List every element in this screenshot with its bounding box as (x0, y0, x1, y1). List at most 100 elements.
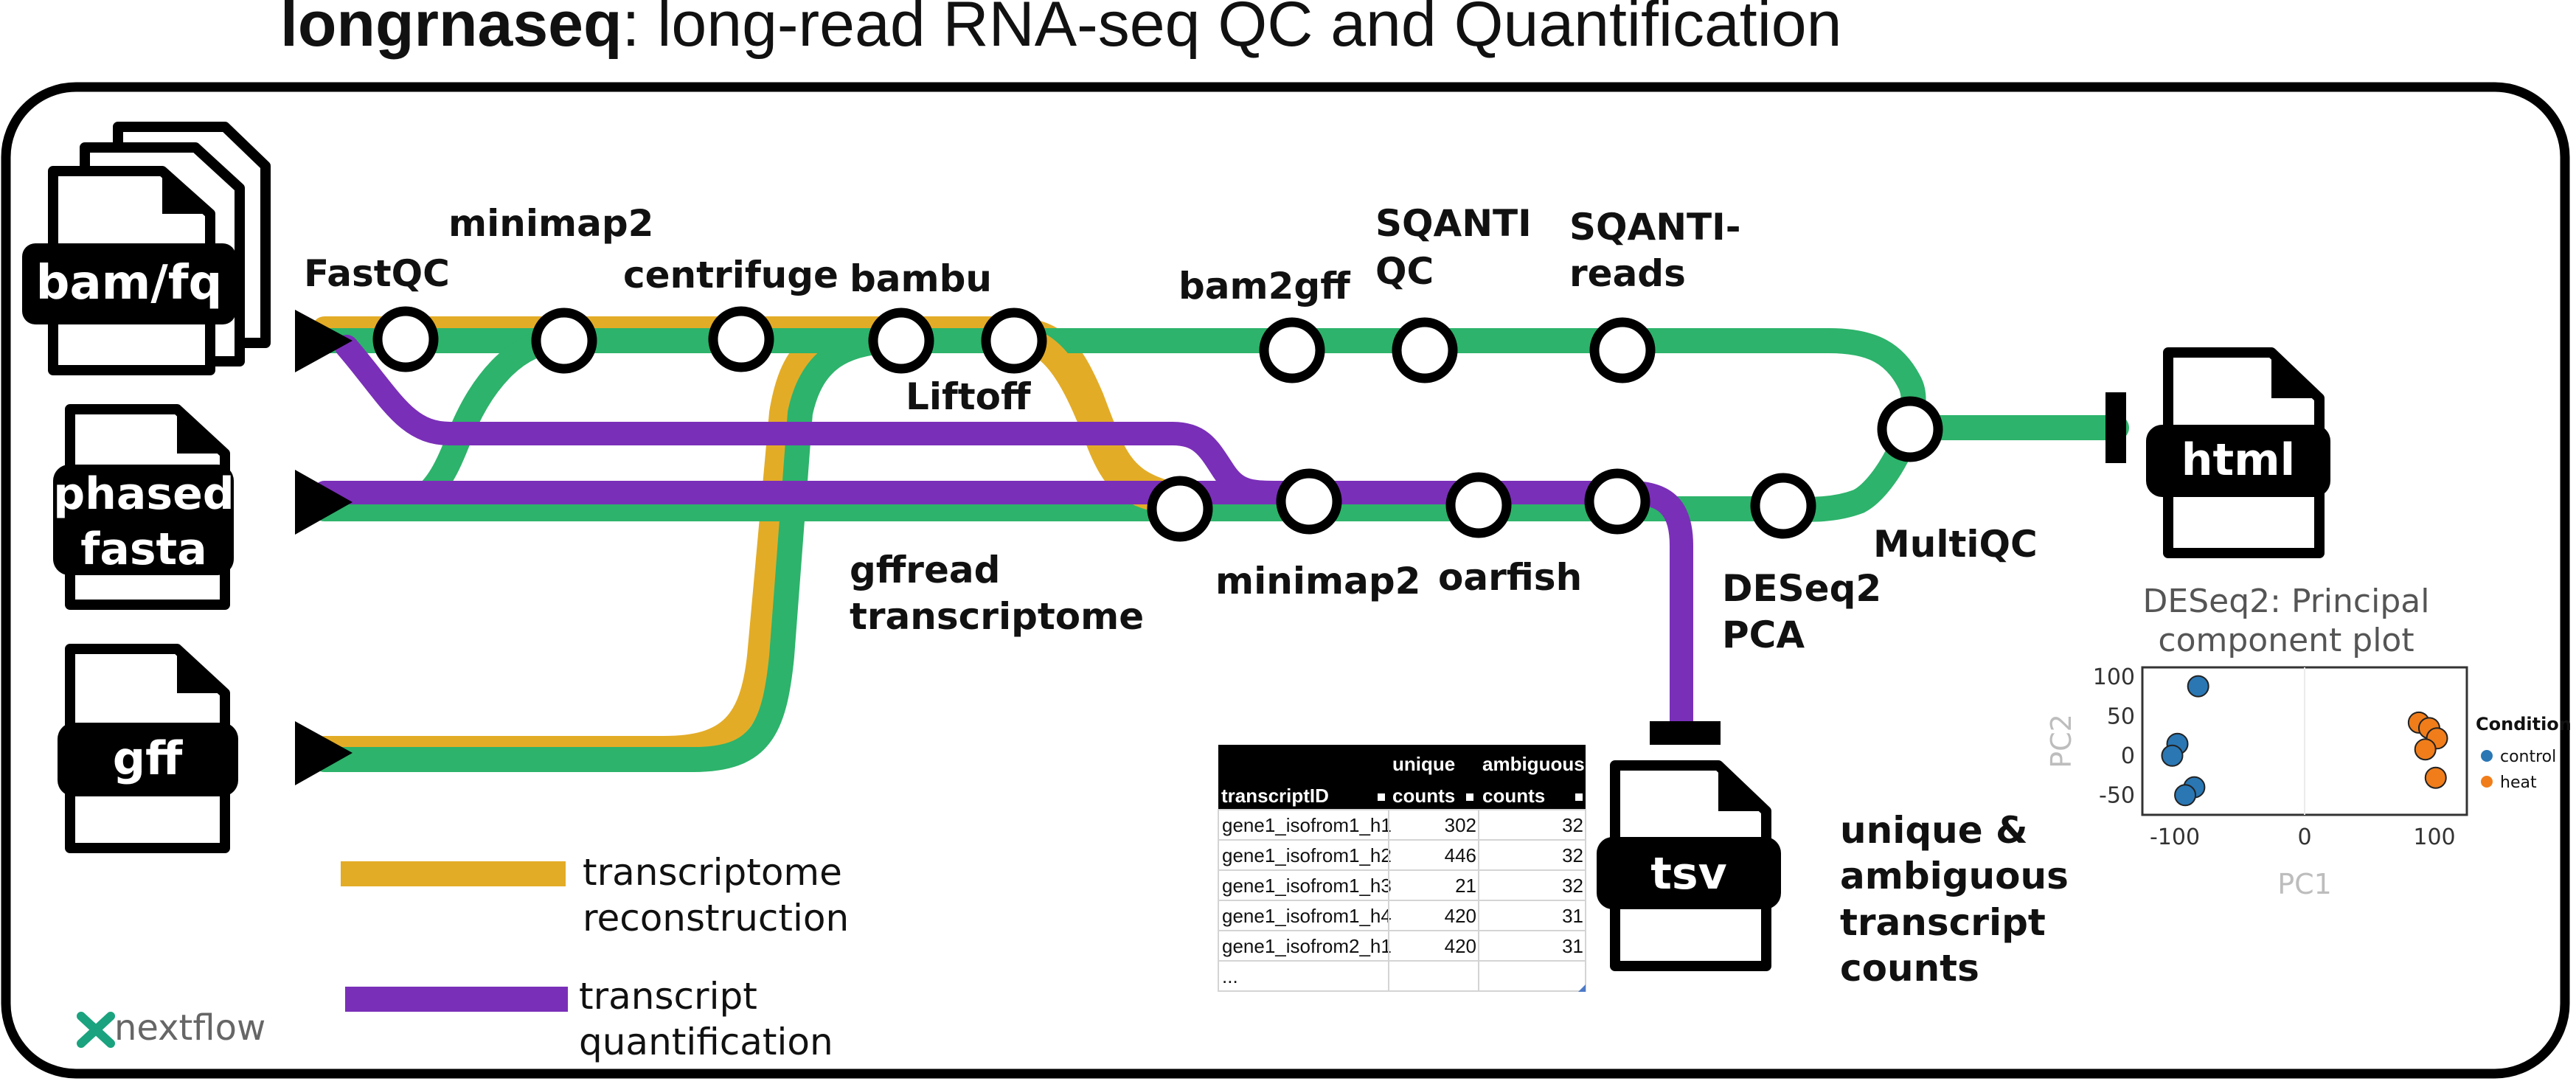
pca-legend-heat: heat (2500, 774, 2537, 792)
table-cell: 302 (1445, 814, 1476, 836)
station-minimap2-top (531, 308, 597, 374)
nextflow-logo: nextflow (77, 1007, 265, 1049)
station-gffread (1147, 476, 1213, 542)
pca-title-2: component plot (2158, 622, 2414, 659)
label-bambu: bambu (850, 257, 992, 300)
pca-ytick: 50 (2107, 703, 2135, 729)
pca-legend-control-marker (2481, 750, 2493, 762)
table-cell: 31 (1562, 905, 1583, 927)
station-deseq2 (1750, 473, 1816, 539)
label-sqanti-reads-1: SQANTI- (1569, 206, 1741, 249)
table-cell: 31 (1562, 935, 1583, 957)
pca-title-1: DESeq2: Principal (2143, 583, 2430, 620)
station-sqanti-reads (1589, 317, 1656, 383)
station-bam2gff (1259, 317, 1325, 383)
diagram-frame (1, 82, 2570, 1079)
pca-point-control (2187, 675, 2209, 698)
label-liftoff: Liftoff (906, 375, 1031, 418)
gff-file-icon: gff (58, 644, 238, 853)
pca-ylabel: PC2 (2045, 714, 2077, 768)
pca-ytick: -50 (2099, 782, 2135, 808)
reads-files-icon: bam/fq (22, 122, 271, 375)
table-row (1218, 869, 1586, 901)
phased-file-label-2: fasta (80, 524, 206, 575)
legend-swatch-quant (345, 987, 568, 1012)
table-cell: 32 (1562, 875, 1583, 897)
table-cell: 420 (1445, 935, 1476, 957)
reads-file-label: bam/fq (36, 256, 223, 310)
pca-xtick: 100 (2413, 824, 2455, 850)
start-arrow-gff (295, 721, 353, 785)
line-gff-green (312, 328, 912, 772)
label-deseq2-1: DESeq2 (1722, 567, 1881, 610)
station-fastqc (372, 306, 439, 372)
nextflow-logo-text: nextflow (114, 1007, 265, 1049)
station-minimap2-bottom (1276, 468, 1342, 535)
pca-legend-heat-marker (2481, 776, 2493, 788)
station-multiqc (1877, 396, 1943, 462)
page-title: longrnaseq: long-read RNA-seq QC and Qua… (280, 0, 1841, 60)
table-cell: gene1_isofrom1_h4 (1222, 905, 1392, 927)
table-row (1218, 839, 1586, 871)
table-row (1218, 930, 1586, 962)
label-fastqc: FastQC (304, 252, 450, 295)
label-oarfish: oarfish (1438, 556, 1582, 599)
counts-table: unique ambiguous transcriptID counts cou… (1218, 745, 1586, 992)
line-starts (295, 310, 353, 785)
table-cell: gene1_isofrom1_h3 (1222, 875, 1392, 897)
phased-fasta-file-icon: phased fasta (53, 404, 235, 610)
pca-legend-control: control (2500, 748, 2556, 766)
pca-point-heat (2424, 766, 2447, 789)
end-bar-tsv (1650, 721, 1721, 745)
metro-lines (312, 316, 2129, 772)
legend-quant-2: quantification (579, 1021, 833, 1063)
label-gffread-1: gffread (850, 549, 1000, 591)
station-liftoff (981, 308, 1047, 374)
label-gffread-2: transcriptome (850, 595, 1144, 638)
table-cell: ... (1222, 965, 1238, 987)
table-header-ambiguous-2: counts (1482, 785, 1545, 807)
tsv-file-icon: tsv (1597, 760, 1781, 971)
table-header-id: transcriptID (1221, 785, 1329, 807)
start-arrow-reads (295, 310, 353, 372)
pca-xtick: -100 (2150, 824, 2200, 850)
pca-legend-title: Condition (2476, 714, 2572, 734)
end-bar-html (2105, 392, 2126, 463)
station-sqanti-reads-quant (1584, 468, 1650, 535)
line-legend: transcriptome reconstruction transcript … (341, 851, 849, 1063)
pca-point-heat (2414, 738, 2437, 761)
label-multiqc: MultiQC (1873, 523, 2038, 566)
pca-ytick: 100 (2093, 664, 2135, 690)
label-centrifuge: centrifuge (623, 254, 839, 296)
svg-text:transcript: transcript (1840, 901, 2046, 944)
pca-point-control (2174, 784, 2197, 807)
table-header-ambiguous-1: ambiguous (1482, 753, 1585, 775)
pca-xlabel: PC1 (2277, 868, 2332, 900)
table-row (1218, 900, 1586, 931)
table-header-unique-1: unique (1392, 753, 1455, 775)
svg-text:unique &: unique & (1840, 809, 2028, 852)
label-bam2gff: bam2gff (1178, 265, 1350, 308)
label-sqanti-qc-1: SQANTI (1375, 202, 1532, 245)
legend-swatch-transcriptome (341, 861, 566, 886)
table-cell: 32 (1562, 844, 1583, 866)
pca-ytick: 0 (2121, 743, 2135, 769)
station-centrifuge (708, 306, 774, 372)
counts-label: unique & ambiguous transcript counts (1840, 809, 2069, 990)
table-row (1218, 960, 1586, 992)
label-minimap2-bottom: minimap2 (1215, 560, 1420, 602)
step-labels: FastQC minimap2 centrifuge bambu Liftoff… (304, 202, 2038, 656)
start-arrow-phased (295, 470, 353, 535)
table-cell: 420 (1445, 905, 1476, 927)
svg-text:ambiguous: ambiguous (1840, 855, 2069, 897)
legend-transcriptome-1: transcriptome (583, 851, 842, 894)
table-cell: 21 (1455, 875, 1476, 897)
station-bambu (868, 308, 934, 374)
label-deseq2-2: PCA (1722, 614, 1805, 656)
html-file-label: html (2181, 434, 2295, 486)
table-cell: 32 (1562, 814, 1583, 836)
tsv-file-label: tsv (1650, 848, 1727, 900)
stations (372, 306, 1943, 542)
pca-plot: DESeq2: Principal component plot -100 0 10… (2045, 583, 2572, 900)
